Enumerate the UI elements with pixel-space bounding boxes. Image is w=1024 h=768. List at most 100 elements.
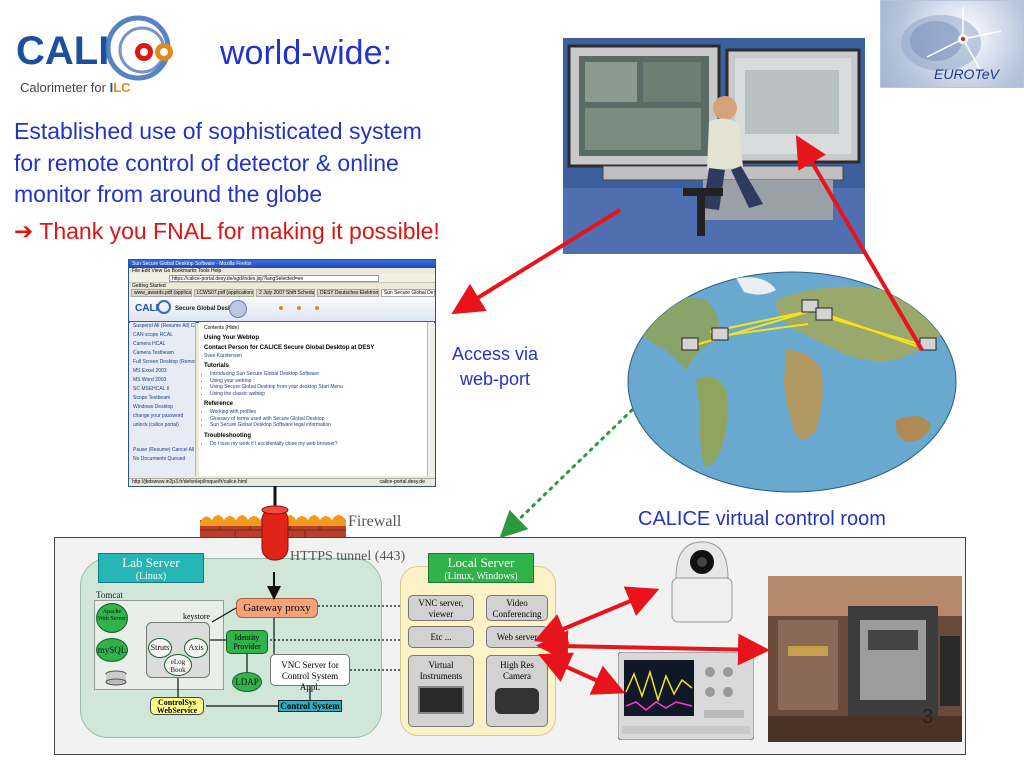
calice-subtitle-i: I [109, 80, 114, 95]
browser-tab[interactable]: www_awards.pdf (applica... [131, 289, 192, 297]
sidebar-item: No Documents Queued [133, 456, 186, 462]
content-title: Using Your Webtop [204, 335, 259, 341]
browser-tab[interactable]: DESY Deutsches Elektron... [317, 289, 379, 297]
tutorial-link[interactable]: Introducing Sun Secure Global Desktop So… [210, 371, 422, 378]
arrow-local-to-ptz-camera [533, 586, 660, 644]
arrow-map-to-operator [795, 135, 924, 352]
calice-subtitle: Calorimeter for ILC [20, 80, 131, 95]
browser-statusbar: http://jbdswww.in2p3.fr/defonlep/lrsque/… [129, 478, 435, 486]
sidebar-item[interactable]: Pause (Resume) Cancel All [133, 447, 195, 453]
operator-illustration [563, 38, 865, 254]
sgd-calice-logo: CALI [135, 303, 159, 314]
sidebar-item[interactable]: Suspend All (Resume All) Cancel [133, 323, 195, 329]
sgd-banner-title: Secure Global Desktop [175, 306, 241, 312]
oscilloscope-graphic [617, 651, 755, 741]
sidebar-item[interactable]: Full Screen Desktop (Remote X) [133, 359, 195, 365]
status-host: calice-portal.desy.de [379, 479, 426, 485]
calice-subtitle-lc: LC [113, 80, 131, 95]
eurotev-label: EUROTeV [934, 66, 999, 82]
sidebar-item[interactable]: SC MSEHCAL II [133, 386, 170, 392]
sidebar-item[interactable]: MS Excel 2003 [133, 368, 167, 374]
virtual-instruments-node: Virtual Instruments [408, 655, 474, 727]
arrow-bullet-icon: ➔ [14, 218, 34, 244]
firewall-label: Firewall [348, 513, 402, 530]
ptz-camera-graphic [671, 541, 733, 623]
browser-tabs: www_awards.pdf (applica... LCWS07.pdf (a… [129, 289, 435, 297]
tomcat-label: Tomcat [96, 590, 123, 600]
ldap-node: LDAP [232, 672, 262, 692]
lab-server-title: Lab Server [122, 555, 180, 570]
lab-server-header: Lab Server (Linux) [98, 553, 204, 583]
reference-link[interactable]: Working with profiles [210, 409, 422, 416]
webtop-sidebar: Suspend All (Resume All) Cancel CAN scop… [130, 322, 196, 476]
arrow-operator-to-browser [451, 208, 622, 315]
contact-name[interactable]: Sven Karstensen [204, 353, 243, 359]
highres-camera-label: High Res Camera [500, 660, 534, 681]
troubleshooting-link[interactable]: Do I lose my work if I accidentally clos… [210, 441, 422, 448]
browser-titlebar: Sun Secure Global Desktop Software - Moz… [129, 260, 435, 268]
access-label: Access via web-port [440, 342, 550, 392]
etc-node: Etc ... [408, 626, 474, 648]
identity-provider-node: Identity Provider [226, 630, 268, 654]
access-line-2: web-port [459, 369, 531, 389]
vnc-server-control-node: VNC Server for Control System Appl. [270, 654, 350, 692]
banner-info-icon[interactable] [297, 306, 301, 310]
tutorial-link[interactable]: Using Secure Global Desktop from your de… [210, 384, 422, 391]
eurotev-logo [880, 0, 1024, 88]
detector-hardware-graphic [768, 576, 962, 742]
troubleshooting-heading: Troubleshooting [204, 432, 251, 439]
sidebar-item[interactable]: MS Word 2003 [133, 377, 167, 383]
https-tunnel-label: HTTPS tunnel (443) [290, 549, 406, 564]
browser-tab-active[interactable]: Sun Secure Global De... [380, 289, 435, 297]
gateway-proxy-node: Gateway proxy [236, 598, 318, 618]
reference-link[interactable]: Sun Secure Global Desktop Software legal… [210, 422, 422, 429]
virtual-control-room-label: CALICE virtual control room [638, 508, 886, 530]
sidebar-item[interactable]: change your password [133, 413, 184, 419]
content-crumb[interactable]: Contents (Hide) [204, 325, 240, 331]
detector-hardware-image [768, 576, 962, 742]
sidebar-item[interactable]: Camera HCAL [133, 341, 166, 347]
control-system-node: Control System [278, 700, 342, 712]
tutorial-link[interactable]: Using the classic webtop [210, 391, 422, 398]
sidebar-item[interactable]: Windows Desktop [133, 404, 174, 410]
banner-logout-icon[interactable] [315, 306, 319, 310]
content-scrollbar[interactable] [427, 322, 434, 476]
sgd-logo-ring-icon [157, 300, 171, 314]
sidebar-item[interactable]: Scope Testbeam [133, 395, 171, 401]
arrow-local-to-oscilloscope [538, 652, 626, 695]
webtop-content: Contents (Hide) Using Your Webtop Contac… [199, 322, 427, 476]
sidebar-item[interactable]: CAN scope RCAL [133, 332, 174, 338]
tutorial-link[interactable]: Using your webtop [210, 378, 422, 385]
body-line-2: for remote control of detector & online [14, 149, 399, 176]
slide-title: world-wide: [220, 34, 392, 72]
thanks-text: Thank you FNAL for making it possible! [39, 218, 440, 244]
sidebar-item[interactable]: Camera Testbeam [133, 350, 174, 356]
reference-link[interactable]: Glossary of terms used with Secure Globa… [210, 416, 422, 423]
instrument-screen-icon [418, 686, 464, 714]
calice-logo-graphic: CALI [16, 15, 173, 81]
browser-menubar: File Edit View Go Bookmarks Tools Help [132, 268, 222, 274]
lab-server-os: (Linux) [135, 571, 167, 582]
body-line-3: monitor from around the globe [14, 181, 323, 207]
sidebar-item[interactable]: unlock (calice portal) [133, 422, 179, 428]
controlsys-webservice-node: ControlSys WebService [150, 697, 204, 715]
mysql-node: mySQL [96, 638, 128, 662]
access-line-1: Access via [451, 344, 539, 364]
calice-subtitle-prefix: Calorimeter for [20, 80, 110, 95]
browser-address-bar[interactable]: https://calice-portal.desy.de/sgd/index.… [169, 275, 379, 282]
slide-body: Established use of sophisticated system … [14, 116, 574, 211]
browser-tab[interactable]: 2 July 2007 Shift Schedule [256, 289, 315, 297]
status-url: http://jbdswww.in2p3.fr/defonlep/lrsque/… [132, 479, 248, 485]
axis-node: Axis [184, 638, 208, 658]
browser-bookmarks-bar[interactable]: Getting Started [132, 283, 166, 289]
elog-node: eLog Book [164, 654, 192, 676]
camera-icon [495, 688, 539, 714]
sun-logo-icon [229, 300, 247, 318]
browser-tab[interactable]: LCWS07.pdf (application/... [193, 289, 255, 297]
local-server-header: Local Server (Linux, Windows) [428, 553, 534, 583]
ptz-camera-image [656, 538, 748, 628]
struts-node: Struts [148, 638, 172, 658]
banner-help-icon[interactable] [279, 306, 283, 310]
slide-number: 3 [922, 706, 934, 728]
